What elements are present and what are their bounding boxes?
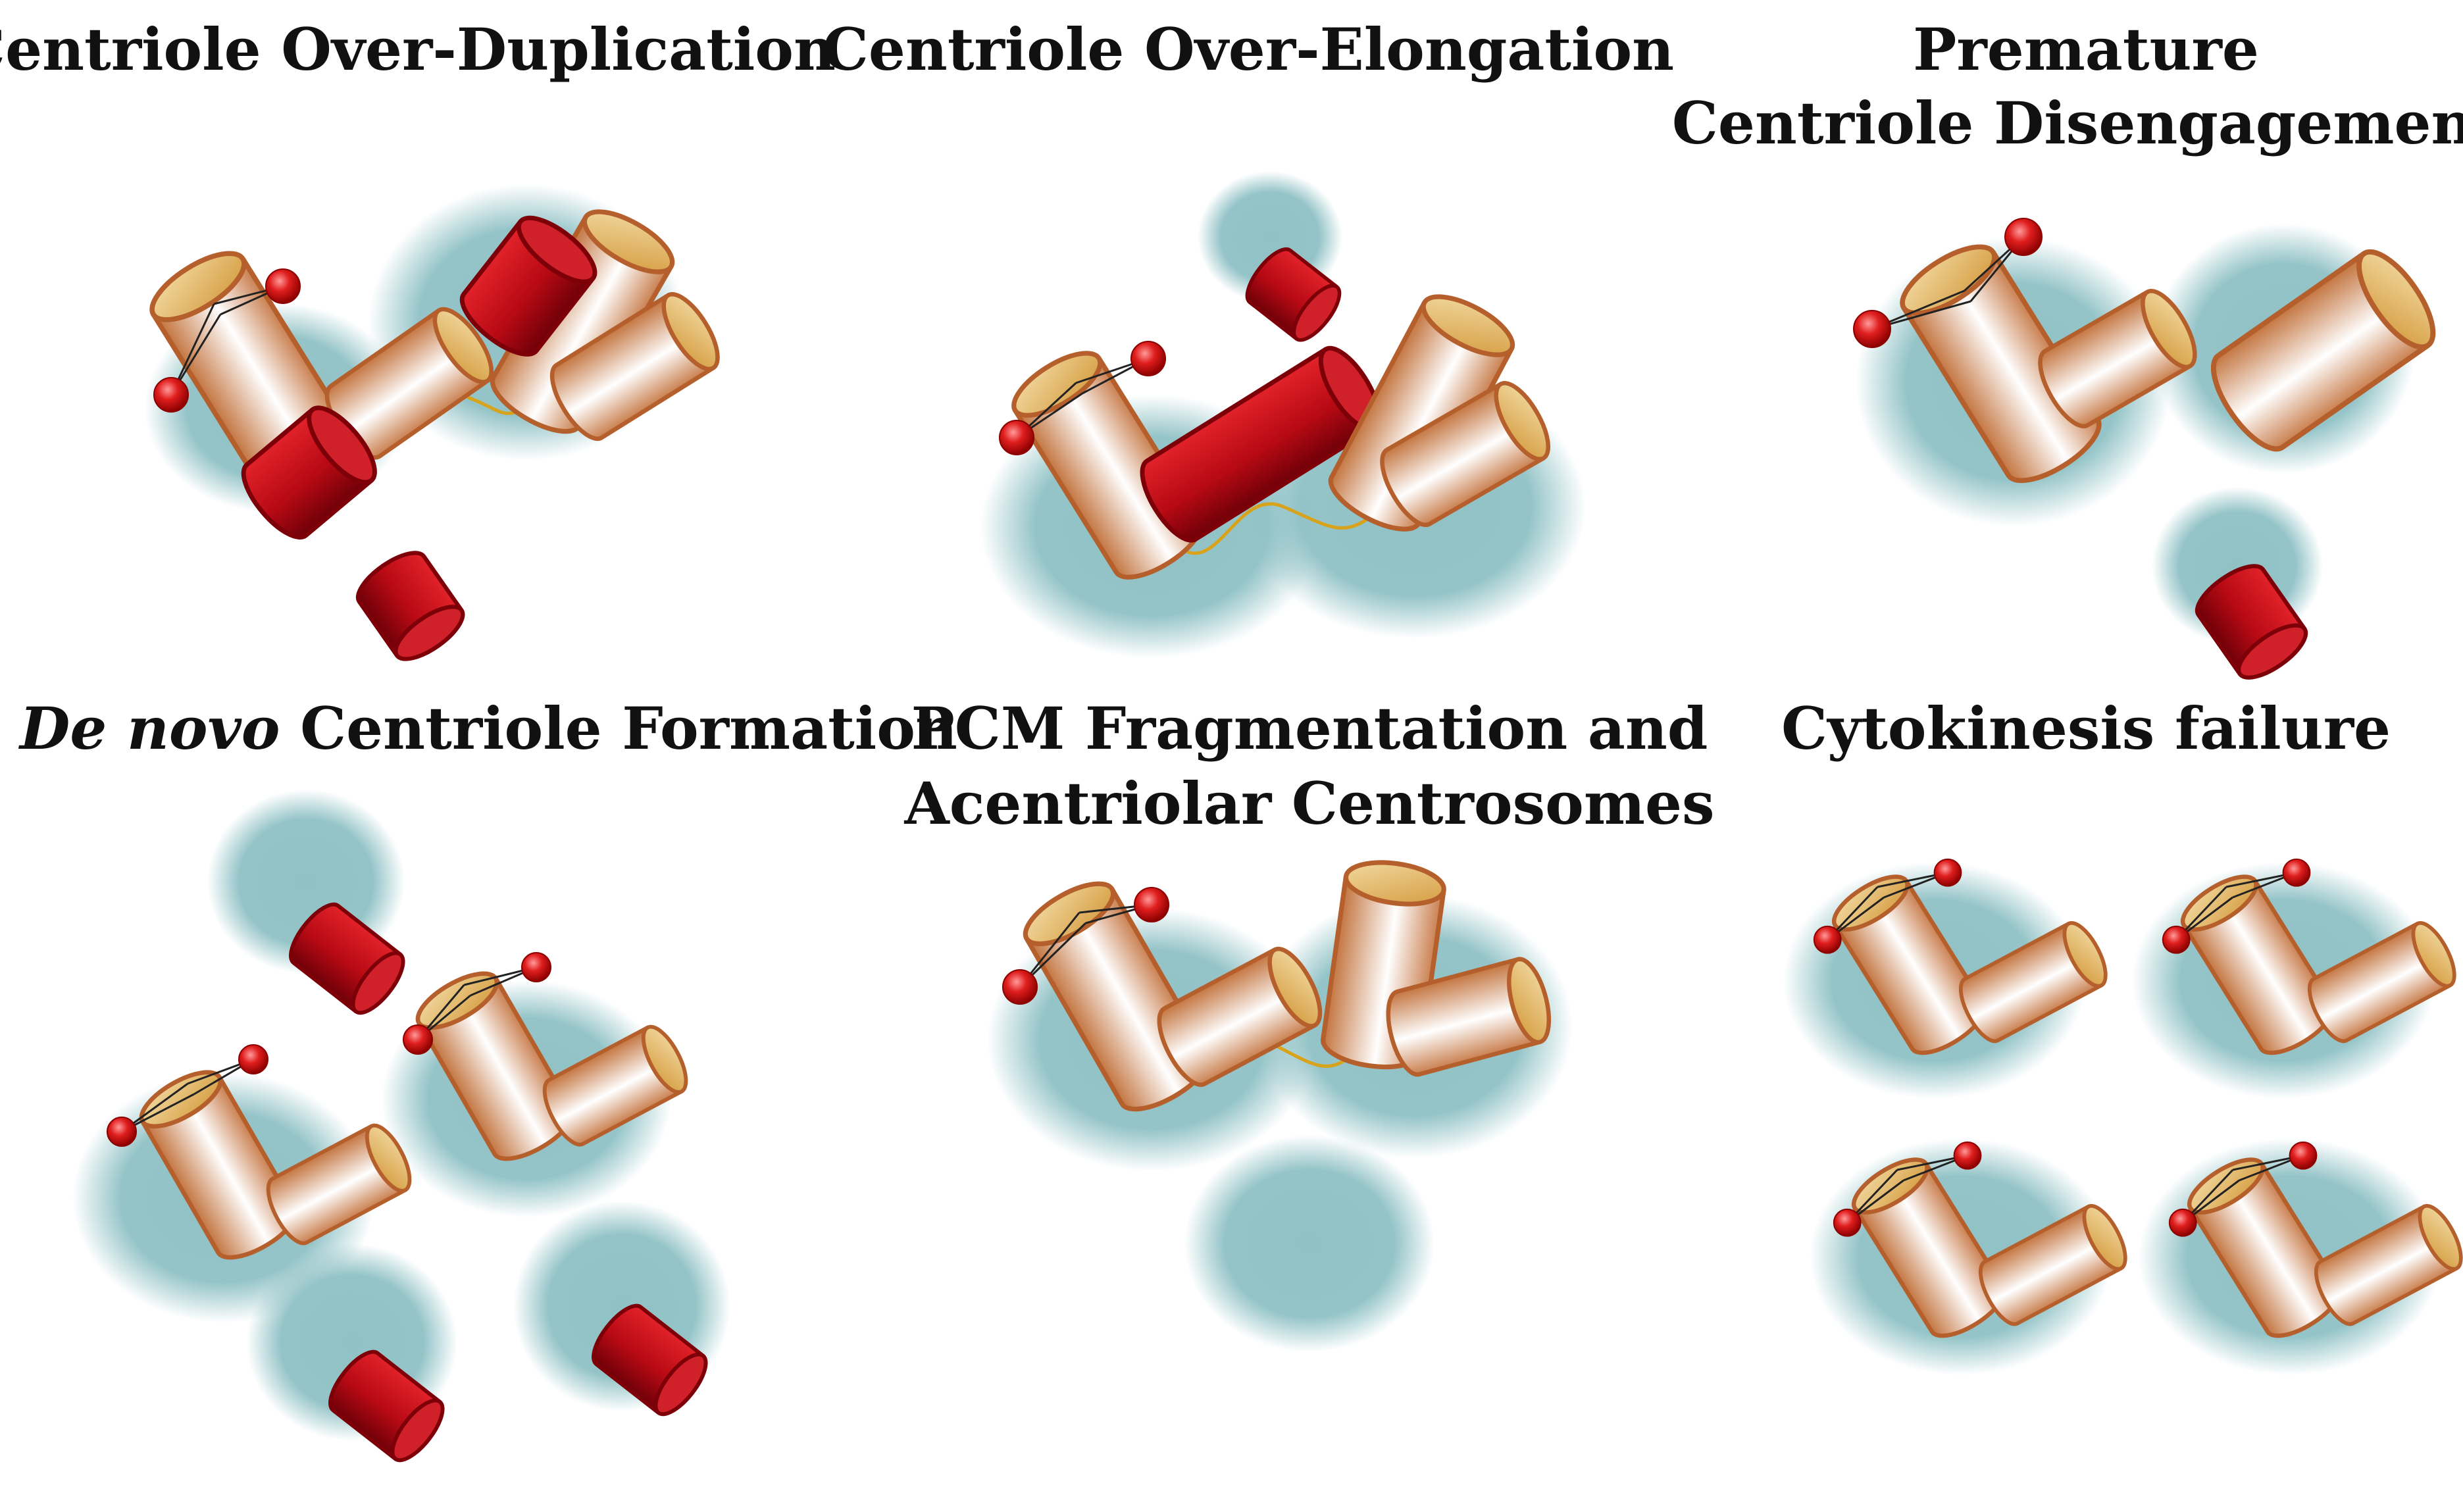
centriole-body xyxy=(1328,300,1514,532)
appendage-ball xyxy=(265,268,301,304)
centriole-cap xyxy=(2082,1203,2127,1271)
appendage-ball xyxy=(403,1024,433,1055)
procentriole xyxy=(459,215,597,357)
panel-title-cytokinesis: Cytokinesis failure xyxy=(1781,694,2391,763)
procentriole-body xyxy=(241,407,374,540)
mother-centriole xyxy=(1900,244,2102,484)
centriole-cap xyxy=(1900,244,1997,316)
centriole-cap xyxy=(2356,249,2436,350)
centriole-body xyxy=(490,214,674,434)
daughter-centriole xyxy=(266,1123,412,1246)
centriole-body xyxy=(1901,249,2102,484)
appendage-ball xyxy=(238,1044,268,1074)
pcm-halo xyxy=(1184,1135,1435,1352)
appendage-ball xyxy=(1953,1141,1982,1170)
centriole-layer xyxy=(107,209,2463,1463)
appendage-ball xyxy=(2282,858,2311,887)
daughter-centriole xyxy=(1157,946,1323,1087)
appendage-ball xyxy=(1933,858,1962,887)
centriole-cap xyxy=(641,1024,688,1094)
daughter-centriole xyxy=(2307,920,2456,1044)
daughter-centriole xyxy=(2314,1203,2463,1326)
daughter-centriole xyxy=(1386,957,1552,1077)
centriole-cap xyxy=(1267,946,1323,1028)
appendage-ball xyxy=(521,952,551,982)
centriole-cap xyxy=(149,251,247,322)
appendage-ball xyxy=(1002,969,1038,1005)
centriole-body xyxy=(1978,1204,2123,1326)
procentriole xyxy=(241,405,377,540)
panel-title-de-novo: De novo Centriole Formation xyxy=(18,694,957,763)
daughter-centriole xyxy=(1958,920,2108,1044)
appendage-ball xyxy=(1813,925,1842,954)
centriole-cap xyxy=(415,971,499,1030)
mother-centriole xyxy=(2210,249,2436,452)
appendage-ball xyxy=(2168,1208,2197,1237)
procentriole-cap xyxy=(516,215,597,284)
centriole-cap xyxy=(2062,920,2108,988)
appendage-ball xyxy=(2289,1141,2318,1170)
procentriole-cap xyxy=(307,405,377,485)
centriole-cap xyxy=(2141,288,2197,370)
procentriole-cap xyxy=(394,605,465,661)
panel-title-disengagement-line2: Centriole Disengagement xyxy=(1672,89,2463,157)
panel-title-over-elongation: Centriole Over-Elongation xyxy=(823,15,1674,84)
daughter-centriole xyxy=(1380,380,1551,528)
centriole-cap xyxy=(2411,920,2456,988)
procentriole-body xyxy=(1245,247,1339,341)
procentriole-body xyxy=(355,551,464,658)
appendage-ball xyxy=(1833,1208,1862,1237)
procentriole-cap xyxy=(2236,623,2308,680)
centriole-cap xyxy=(1507,957,1552,1045)
centriole-cap xyxy=(432,307,494,384)
procentriole xyxy=(2195,564,2308,680)
panel-title-pcm-line1: PCM Fragmentation and xyxy=(911,694,1708,763)
procentriole-cap xyxy=(1292,284,1342,342)
centriole-cap xyxy=(661,291,720,372)
daughter-centriole xyxy=(1978,1203,2127,1326)
mother-centriole xyxy=(1328,294,1515,532)
procentriole-cap xyxy=(653,1352,708,1417)
appendage-ball xyxy=(999,420,1034,455)
daughter-centriole xyxy=(542,1024,688,1147)
panel-title-disengagement-line1: Premature xyxy=(1913,15,2259,84)
centriole-cap xyxy=(1023,881,1116,947)
centriole-body xyxy=(2314,1204,2459,1326)
centriole-cap xyxy=(1421,294,1515,357)
procentriole xyxy=(328,1349,445,1463)
centriole-cap xyxy=(2418,1203,2463,1271)
panel-title-pcm-line2: Acentriolar Centrosomes xyxy=(903,769,1714,838)
panel-title-de-novo-italic: De novo xyxy=(18,694,280,763)
mother-centriole xyxy=(490,209,675,434)
procentriole-body xyxy=(1140,347,1377,543)
panel-title-de-novo-rest: Centriole Formation xyxy=(280,694,957,763)
appendage-ball xyxy=(1853,310,1891,348)
centriole-cap xyxy=(1011,351,1103,418)
procentriole-cap xyxy=(390,1398,445,1463)
procentriole xyxy=(289,902,405,1015)
daughter-centriole xyxy=(2038,288,2197,429)
centriole-linker xyxy=(1177,502,1377,555)
appendage-ball xyxy=(1134,887,1169,922)
centriole-cap xyxy=(1343,860,1446,907)
centriole-body xyxy=(2307,921,2452,1044)
appendage-ball xyxy=(2004,218,2043,256)
appendage-ball xyxy=(1130,341,1166,376)
daughter-centriole xyxy=(549,291,720,441)
panel-title-over-duplication: Centriole Over-Duplication xyxy=(0,15,836,84)
centriole-body xyxy=(1958,921,2104,1044)
centriole-cap xyxy=(365,1123,412,1193)
appendage-ball xyxy=(2162,925,2191,954)
centriole-cap xyxy=(582,209,675,274)
centriole-body xyxy=(1386,957,1542,1077)
procentriole xyxy=(355,551,465,661)
appendage-ball xyxy=(153,377,189,413)
procentriole xyxy=(1245,247,1342,342)
procentriole xyxy=(592,1303,708,1417)
appendage-ball xyxy=(107,1117,137,1147)
procentriole-cap xyxy=(351,951,405,1015)
centriole-cap xyxy=(1494,380,1551,462)
